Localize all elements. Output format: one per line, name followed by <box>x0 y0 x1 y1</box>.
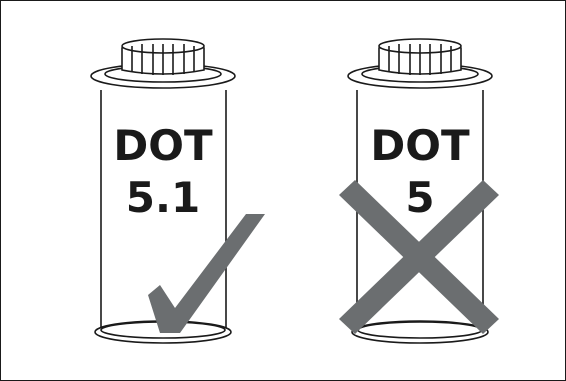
can-label-line2: 5.1 <box>126 173 200 222</box>
can-label-line1: DOT <box>113 121 213 170</box>
can-label-line1: DOT <box>370 121 470 170</box>
can-label-line2: 5 <box>405 173 434 222</box>
